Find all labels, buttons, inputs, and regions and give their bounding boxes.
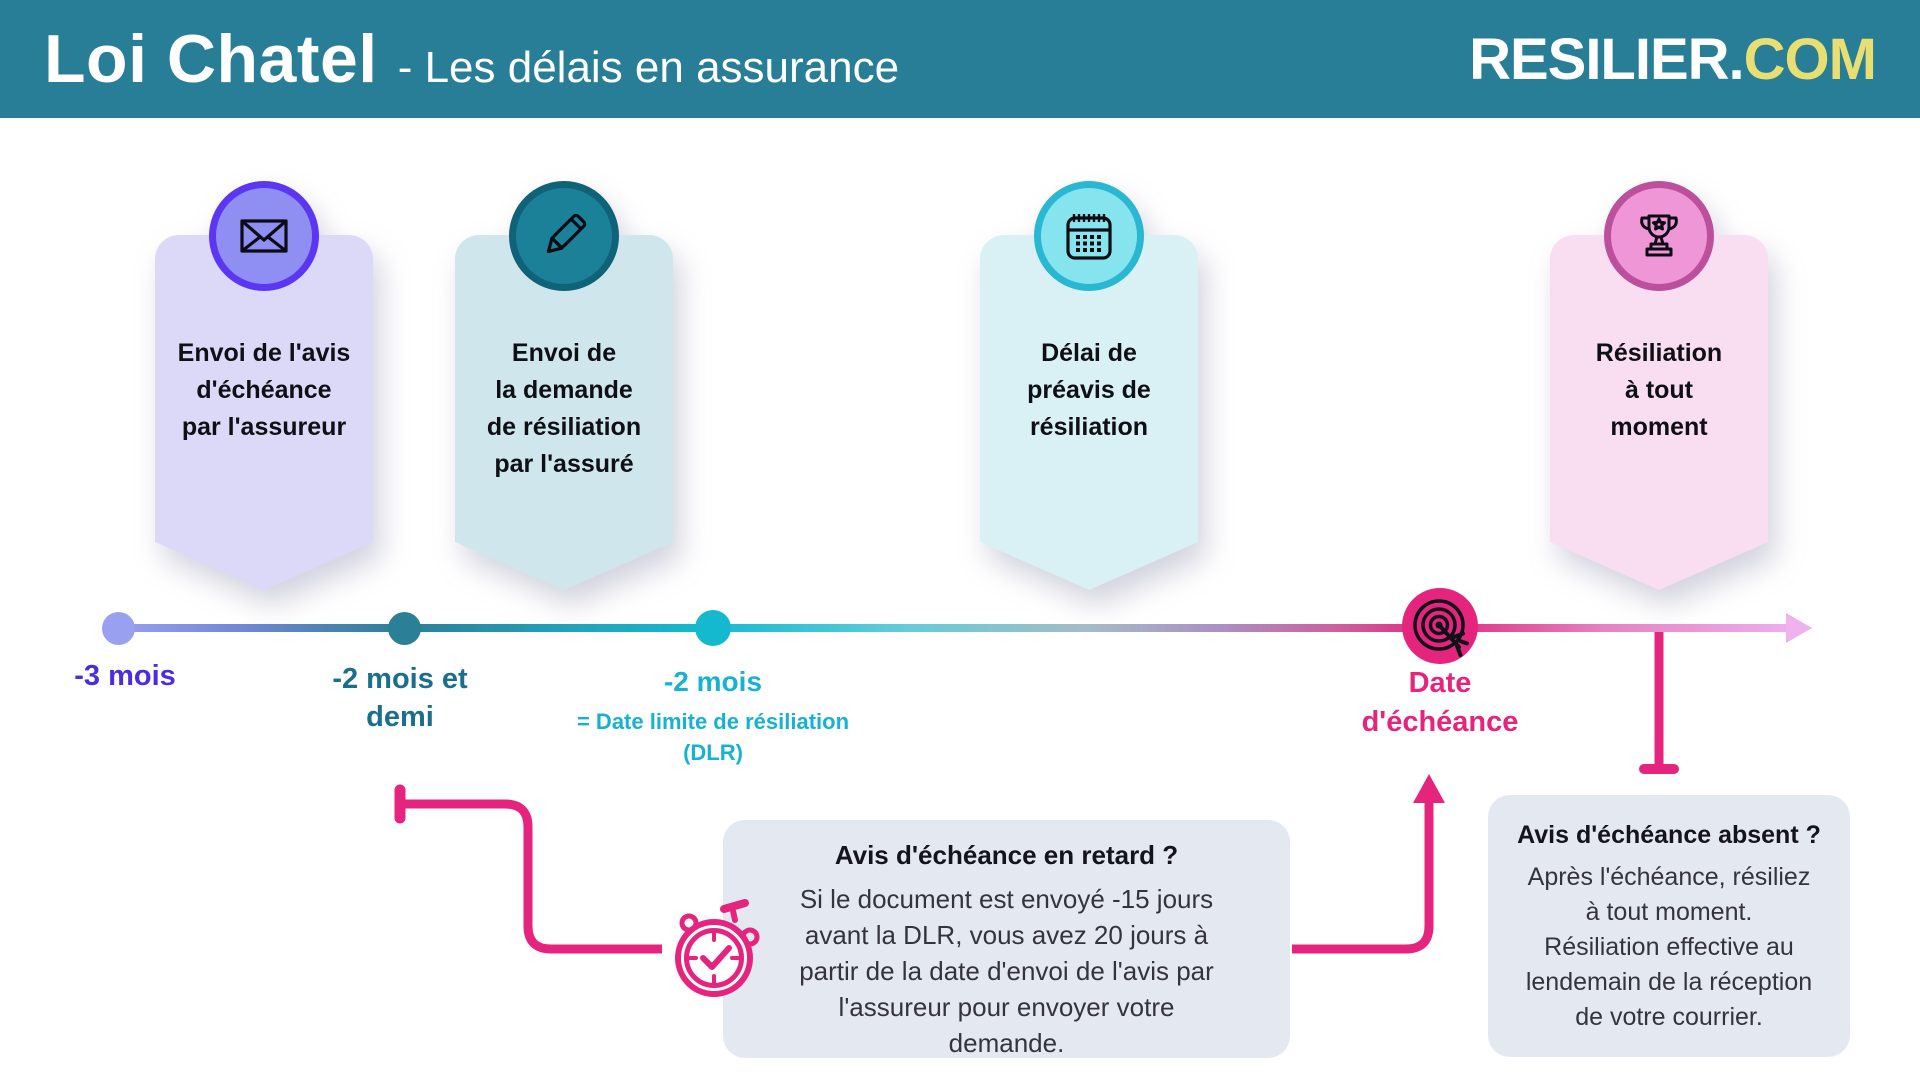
timeline-label-moins-2-mois: -2 mois: [663, 666, 763, 697]
pencil-icon: [509, 181, 619, 291]
timeline-dot-moins-2-mois-demi: [388, 612, 421, 645]
timeline-bar: [118, 624, 1790, 632]
note-title: Avis d'échéance absent ?: [1517, 821, 1821, 849]
page-subtitle: - Les délais en assurance: [397, 43, 900, 92]
brand-logo-name: RESILIER.: [1469, 26, 1745, 92]
calendar-icon: [1034, 181, 1144, 291]
note-avis-echeance-absent: Avis d'échéance absent ? Après l'échéanc…: [1488, 795, 1850, 1057]
note-title: Avis d'échéance en retard ?: [834, 840, 1179, 870]
page-title: Loi Chatel: [44, 21, 378, 97]
envelope-icon: [209, 181, 319, 291]
timeline-arrowhead-icon: [1786, 613, 1812, 643]
brand-logo-tld: COM: [1743, 26, 1877, 92]
timeline-dot-moins-3-mois: [102, 612, 135, 645]
trophy-icon: [1604, 181, 1714, 291]
timeline-label-moins-3-mois: -3 mois: [74, 660, 176, 692]
header-title-group: Loi Chatel - Les délais en assurance: [44, 20, 899, 98]
header: Loi Chatel - Les délais en assurance RES…: [0, 0, 1920, 118]
stopwatch-icon: [675, 899, 760, 997]
target-icon: [1402, 588, 1478, 664]
timeline-sublabel-dlr: = Date limite de résiliation(DLR): [576, 709, 850, 765]
timeline-dot-moins-2-mois: [695, 610, 731, 646]
note-avis-echeance-retard: Avis d'échéance en retard ? Si le docume…: [723, 820, 1290, 1058]
brand-logo: RESILIER.COM: [1469, 26, 1877, 93]
